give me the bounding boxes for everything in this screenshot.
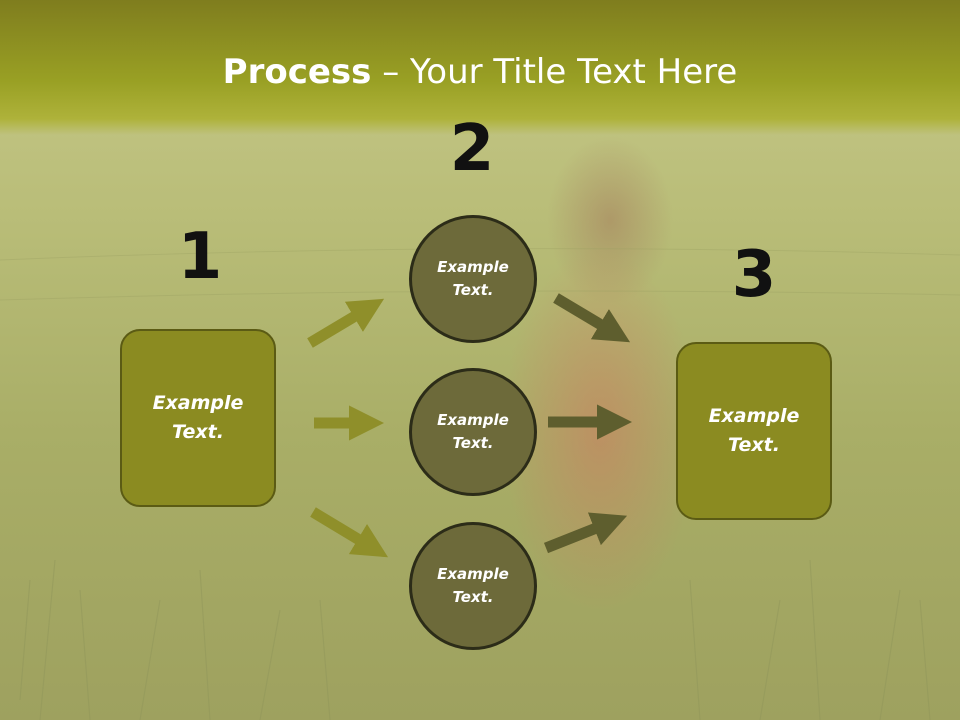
title-rest: Your Title Text Here: [410, 52, 738, 92]
arrow-2c-to-3: [543, 512, 628, 554]
slide-title: Process – Your Title Text Here: [0, 52, 960, 92]
title-bold: Process: [222, 52, 372, 92]
step-2-circle-middle: Example Text.: [409, 368, 537, 496]
step-2-circle-middle-text: Example Text.: [437, 411, 509, 452]
step-3-text: Example Text.: [708, 405, 800, 456]
step-1-box: Example Text.: [120, 329, 276, 507]
step-number-2: 2: [449, 112, 495, 186]
step-number-3: 3: [731, 238, 777, 312]
step-2-circle-bottom: Example Text.: [409, 522, 537, 650]
step-2-circle-bottom-text: Example Text.: [437, 565, 509, 606]
arrow-1-to-2c: [310, 507, 389, 558]
step-3-box: Example Text.: [676, 342, 832, 520]
arrow-2a-to-3: [553, 293, 631, 343]
step-1-text: Example Text.: [152, 392, 244, 443]
step-number-1: 1: [177, 220, 223, 294]
arrow-1-to-2a: [307, 298, 385, 348]
title-bar: [0, 0, 960, 135]
step-2-circle-top-text: Example Text.: [437, 258, 509, 299]
title-separator: –: [371, 52, 411, 92]
step-2-circle-top: Example Text.: [409, 215, 537, 343]
